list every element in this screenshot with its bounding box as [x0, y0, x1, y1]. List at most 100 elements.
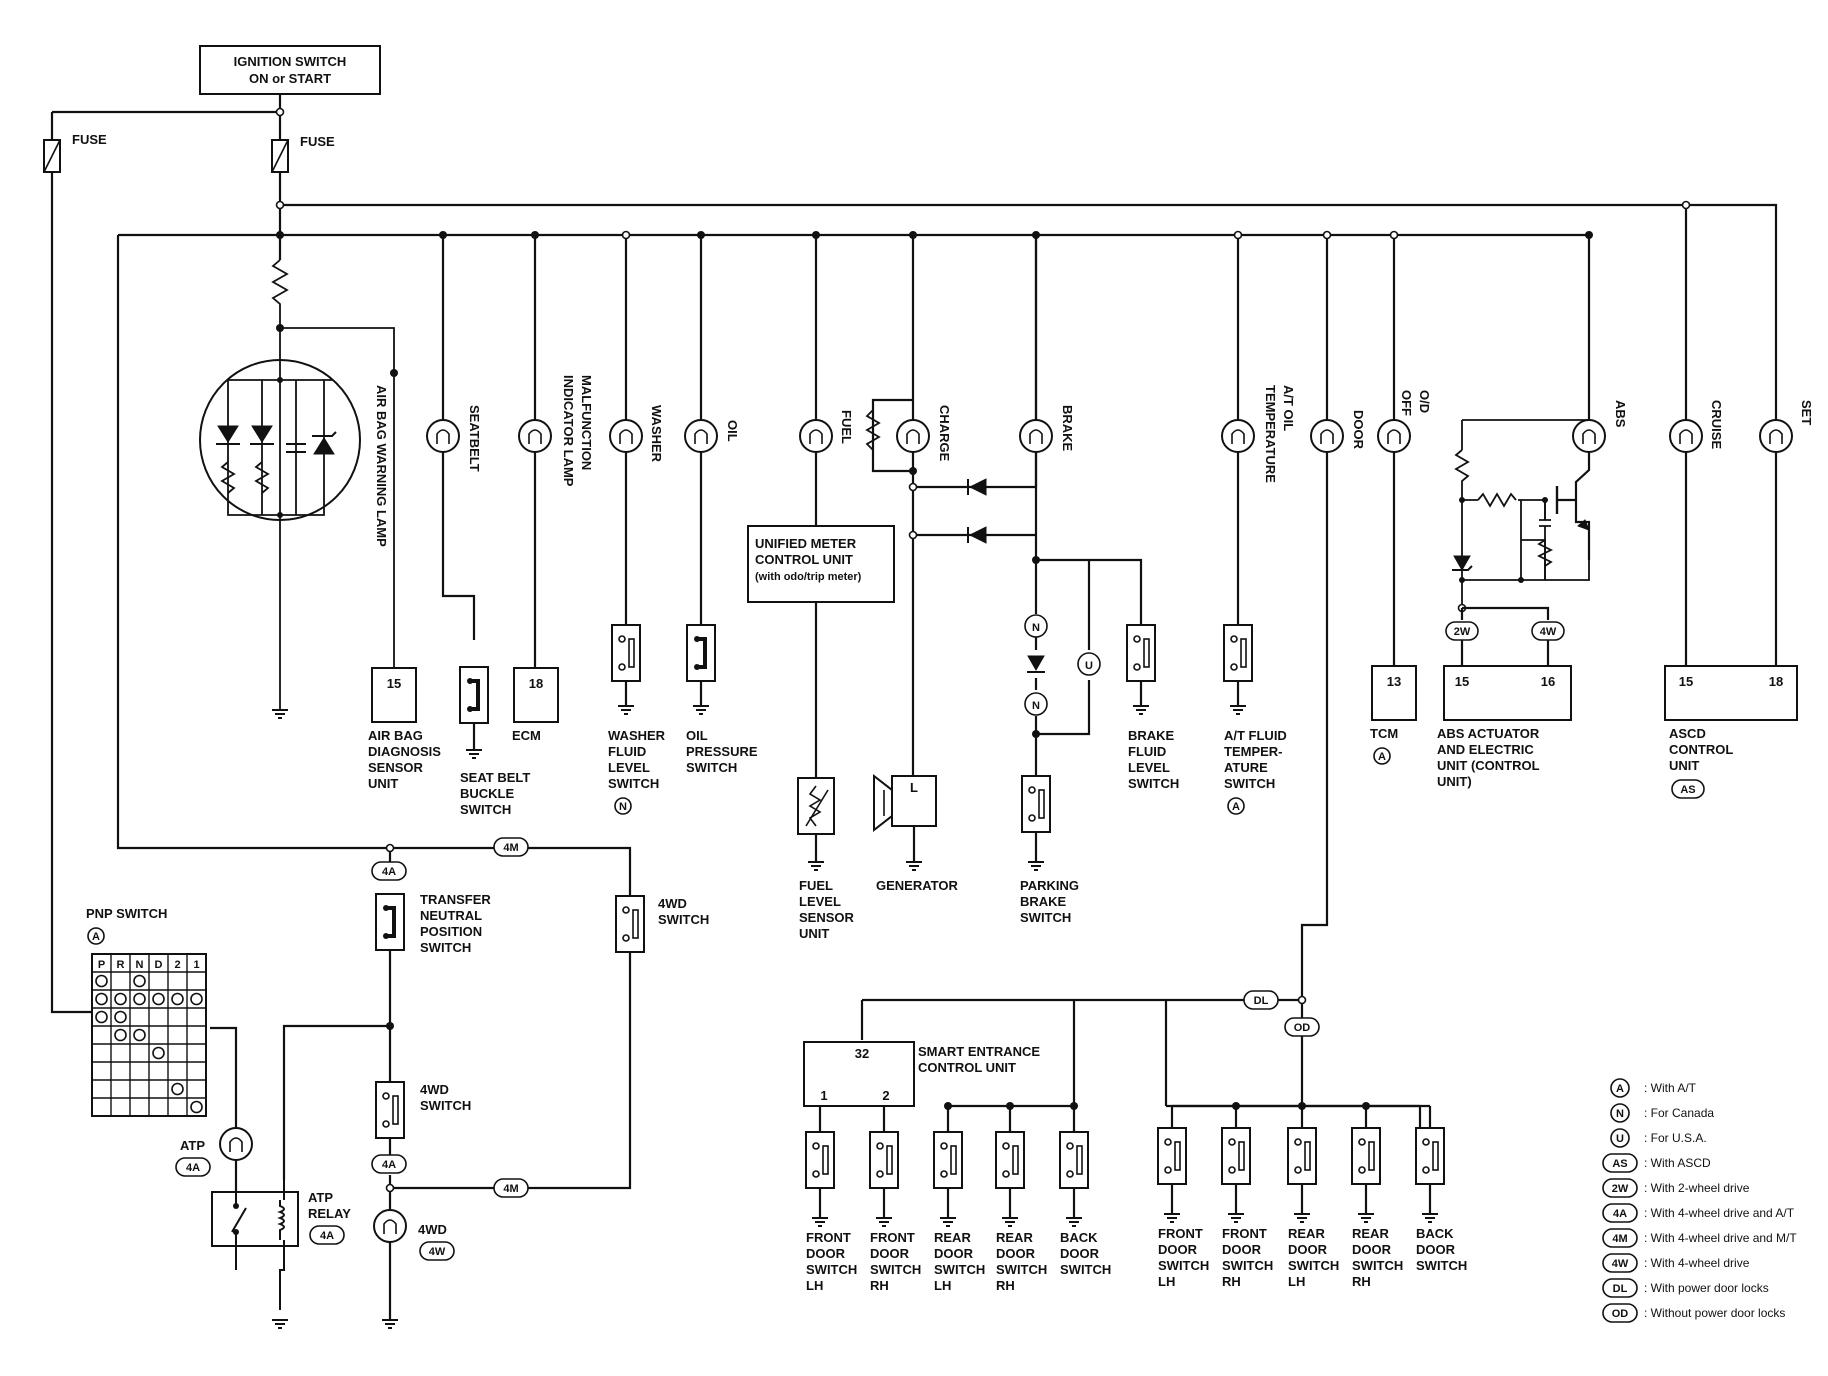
charge-lamp-icon: [896, 419, 930, 453]
atfluid-l4: SWITCH: [1224, 776, 1275, 791]
at-fluid-temp-switch: A/T FLUID TEMPER- ATURE SWITCH A: [1223, 624, 1287, 815]
smart-l2: CONTROL UNIT: [918, 1060, 1016, 1075]
door-switch-label: LH: [934, 1278, 951, 1293]
door-switch-label: DOOR: [870, 1246, 910, 1261]
pnp-contact: [152, 1046, 165, 1060]
pnp-grid: [91, 953, 207, 1117]
pnp-contact: [95, 992, 108, 1006]
door-switch-label: SWITCH: [1352, 1258, 1403, 1273]
pin-tcm: 13: [1387, 674, 1401, 689]
ascd-l2: CONTROL: [1669, 742, 1733, 757]
badge-n-brake-1: N: [1032, 622, 1040, 634]
badge-4a-mid-text: 4A: [382, 1159, 396, 1171]
badge-4a-transfer-text: 4A: [382, 866, 396, 878]
pin-smart-2: 2: [882, 1088, 889, 1103]
ascd-control-unit: 15 18 ASCD CONTROL UNIT AS: [1664, 665, 1798, 799]
ignition-label-1: IGNITION SWITCH: [234, 54, 347, 69]
badge-2w-text: 2W: [1454, 626, 1471, 638]
pnp-contact: [133, 974, 146, 988]
door-switch-label: RH: [870, 1278, 889, 1293]
door-switch-label: SWITCH: [1222, 1258, 1273, 1273]
door-switch-label: DOOR: [934, 1246, 974, 1261]
legend-badge: [1602, 1278, 1638, 1298]
badge-4w-lamp: 4W: [429, 1246, 446, 1258]
wd-sw-a-l2: SWITCH: [658, 912, 709, 927]
umcu-l1: UNIFIED METER: [755, 536, 857, 551]
fuel-sensor-l4: UNIT: [799, 926, 829, 941]
fuel-sensor-l2: LEVEL: [799, 894, 841, 909]
door-switch-label: RH: [1222, 1274, 1241, 1289]
door-switch-label: LH: [1158, 1274, 1175, 1289]
badge-4w: 4W: [1531, 621, 1565, 641]
fuel-level-sensor: FUEL LEVEL SENSOR UNIT: [797, 777, 855, 941]
airbag-diagnosis-unit: 15 AIR BAG DIAGNOSIS SENSOR UNIT: [368, 667, 441, 791]
parking-l1: PARKING: [1020, 878, 1079, 893]
legend-text: : For U.S.A.: [1644, 1131, 1707, 1145]
atp-relay-l1: ATP: [308, 1190, 333, 1205]
door-switch-label: SWITCH: [1060, 1262, 1111, 1277]
door-switch-label: DOOR: [1416, 1242, 1456, 1257]
airbag-lamp-label: AIR BAG WARNING LAMP: [374, 385, 389, 547]
abs-unit-l4: UNIT): [1437, 774, 1472, 789]
badge-od-text: OD: [1294, 1022, 1311, 1034]
legend-text: : With 4-wheel drive and A/T: [1644, 1206, 1795, 1220]
cruise-lamp-icon: [1669, 419, 1703, 453]
at-oil-lamp-icon: [1221, 419, 1255, 453]
atp-label: ATP: [180, 1138, 205, 1153]
pnp-contact: [133, 992, 146, 1006]
fuse-main: FUSE: [271, 134, 335, 173]
door-switch-label: FRONT: [1158, 1226, 1203, 1241]
legend-code: 2W: [1612, 1183, 1629, 1195]
pin-ascd-a: 15: [1679, 674, 1693, 689]
door-switch-label: DOOR: [1352, 1242, 1392, 1257]
door-switch-label: LH: [1288, 1274, 1305, 1289]
pnp-contact: [133, 1028, 146, 1042]
oil-pressure-switch: OIL PRESSURE SWITCH: [685, 623, 758, 775]
badge-u-brake: U: [1085, 660, 1093, 672]
badge-4m-bottom: 4M: [493, 1178, 529, 1198]
badge-4a-mid: 4A: [371, 1154, 407, 1174]
oil-sw-l3: SWITCH: [686, 760, 737, 775]
door-switch-label: BACK: [1060, 1230, 1098, 1245]
washer-sw-l4: SWITCH: [608, 776, 659, 791]
wd-sw-a-l1: 4WD: [658, 896, 687, 911]
atp-lamp: ATP 4A: [175, 1127, 253, 1177]
seatbelt-sw-l1: SEAT BELT: [460, 770, 530, 785]
pnp-col-label: P: [98, 959, 105, 971]
fuse-main-label: FUSE: [300, 134, 335, 149]
legend-badge: [1610, 1103, 1630, 1123]
tcm-label: TCM: [1370, 726, 1398, 741]
ignition-label-2: ON or START: [249, 71, 331, 86]
airbag-unit-l4: UNIT: [368, 776, 398, 791]
pin-smart-top: 32: [855, 1046, 869, 1061]
legend-badge: [1602, 1203, 1638, 1223]
bfluid-l4: SWITCH: [1128, 776, 1179, 791]
badge-4m-top: 4M: [493, 837, 529, 857]
badge-4m-bottom-text: 4M: [503, 1183, 518, 1195]
airbag-unit-l3: SENSOR: [368, 760, 424, 775]
wd-sw-b-l2: SWITCH: [420, 1098, 471, 1113]
pnp-col-label: 2: [174, 959, 180, 971]
pnp-contact: [114, 1028, 127, 1042]
brake-lamp-icon: [1019, 419, 1053, 453]
badge-4a-transfer: 4A: [371, 861, 407, 881]
washer-sw-l3: LEVEL: [608, 760, 650, 775]
badge-as: AS: [1680, 784, 1695, 796]
4wd-lamp-label: 4WD: [418, 1222, 447, 1237]
legend-badge: [1610, 1078, 1630, 1098]
legend-badge: [1602, 1178, 1638, 1198]
door-switch-icon: [805, 1131, 835, 1189]
pin-airbag: 15: [387, 676, 401, 691]
wd-sw-b-l1: 4WD: [420, 1082, 449, 1097]
legend-code: U: [1616, 1133, 1624, 1145]
badge-4w-text: 4W: [1540, 626, 1557, 638]
seatbelt-lamp-icon: [426, 419, 460, 453]
door-switch-label: SWITCH: [806, 1262, 857, 1277]
door-label: DOOR: [1351, 410, 1366, 450]
4wd-lamp: 4WD 4W: [373, 1209, 455, 1261]
parking-l3: SWITCH: [1020, 910, 1071, 925]
generator: L GENERATOR: [873, 773, 958, 893]
legend-badge: [1602, 1303, 1638, 1323]
door-switch-label: DOOR: [1158, 1242, 1198, 1257]
